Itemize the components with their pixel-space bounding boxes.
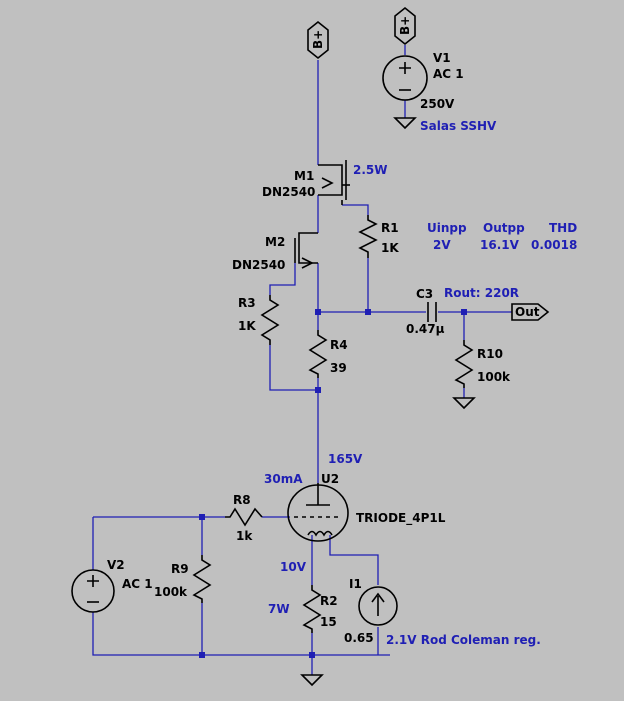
v2-source xyxy=(71,569,115,613)
r10-value: 100k xyxy=(477,370,511,384)
v1-source xyxy=(382,55,428,130)
v2-name: V2 xyxy=(107,558,125,572)
r10-name: R10 xyxy=(477,347,503,361)
cathode-voltage: 10V xyxy=(280,560,307,574)
r2-name: R2 xyxy=(320,594,338,608)
bplus-supply-label: B+ xyxy=(398,16,412,35)
m2-name: M2 xyxy=(265,235,285,249)
r3-resistor xyxy=(260,295,280,345)
bplus-flag-top: B+ xyxy=(307,20,329,60)
i1-name: I1 xyxy=(349,577,362,591)
r8-value: 1k xyxy=(236,529,253,543)
u2-model: TRIODE_4P1L xyxy=(356,511,446,526)
r9-value: 100k xyxy=(154,585,188,599)
r1-resistor xyxy=(358,215,378,258)
out-flag: Out xyxy=(511,303,550,321)
v1-type: AC 1 xyxy=(433,67,464,81)
r9-resistor xyxy=(192,555,212,603)
v2-type: AC 1 xyxy=(122,577,153,591)
ground-symbol xyxy=(300,674,324,687)
m1-mosfet xyxy=(318,160,350,205)
r1-name: R1 xyxy=(381,221,399,235)
r4-value: 39 xyxy=(330,361,347,375)
bplus-flag-supply: B+ xyxy=(394,6,416,46)
r2-value: 15 xyxy=(320,615,337,629)
r2-resistor xyxy=(302,585,322,633)
out-label: Out xyxy=(515,305,540,319)
r4-name: R4 xyxy=(330,338,348,352)
i1-value: 0.65 xyxy=(344,631,374,645)
m1-model: DN2540 xyxy=(262,185,315,199)
junctions xyxy=(199,309,467,658)
r4-resistor xyxy=(308,330,328,378)
salas-note: Salas SSHV xyxy=(420,119,497,133)
r1-value: 1K xyxy=(381,241,399,255)
c3-value: 0.47µ xyxy=(406,322,445,336)
r2-power: 7W xyxy=(268,602,290,616)
r3-value: 1K xyxy=(238,319,256,333)
header-outpp: Outpp xyxy=(483,221,525,235)
r8-resistor xyxy=(225,507,263,527)
wires xyxy=(92,45,512,675)
u2-name: U2 xyxy=(321,472,339,486)
value-thd: 0.0018 xyxy=(531,238,577,252)
u2-triode xyxy=(287,483,349,542)
r9-name: R9 xyxy=(171,562,189,576)
c3-name: C3 xyxy=(416,287,433,301)
r8-name: R8 xyxy=(233,493,251,507)
r10-resistor xyxy=(452,340,476,410)
value-outpp: 16.1V xyxy=(480,238,520,252)
c3-capacitor xyxy=(427,302,437,322)
heater-regulator-note: 2.1V Rod Coleman reg. xyxy=(386,633,541,647)
tube-current: 30mA xyxy=(264,472,303,486)
m2-model: DN2540 xyxy=(232,258,285,272)
header-thd: THD xyxy=(549,221,577,235)
v1-value: 250V xyxy=(420,97,455,111)
r3-name: R3 xyxy=(238,296,256,310)
value-uinpp: 2V xyxy=(433,238,451,252)
plate-voltage: 165V xyxy=(328,452,363,466)
m1-name: M1 xyxy=(294,169,314,183)
m1-power: 2.5W xyxy=(353,163,388,177)
bplus-top-label: B+ xyxy=(311,30,325,49)
rout-note: Rout: 220R xyxy=(444,286,519,300)
header-uinpp: Uinpp xyxy=(427,221,467,235)
v1-name: V1 xyxy=(433,51,451,65)
i1-current-source xyxy=(358,586,398,626)
m2-mosfet xyxy=(294,232,318,269)
